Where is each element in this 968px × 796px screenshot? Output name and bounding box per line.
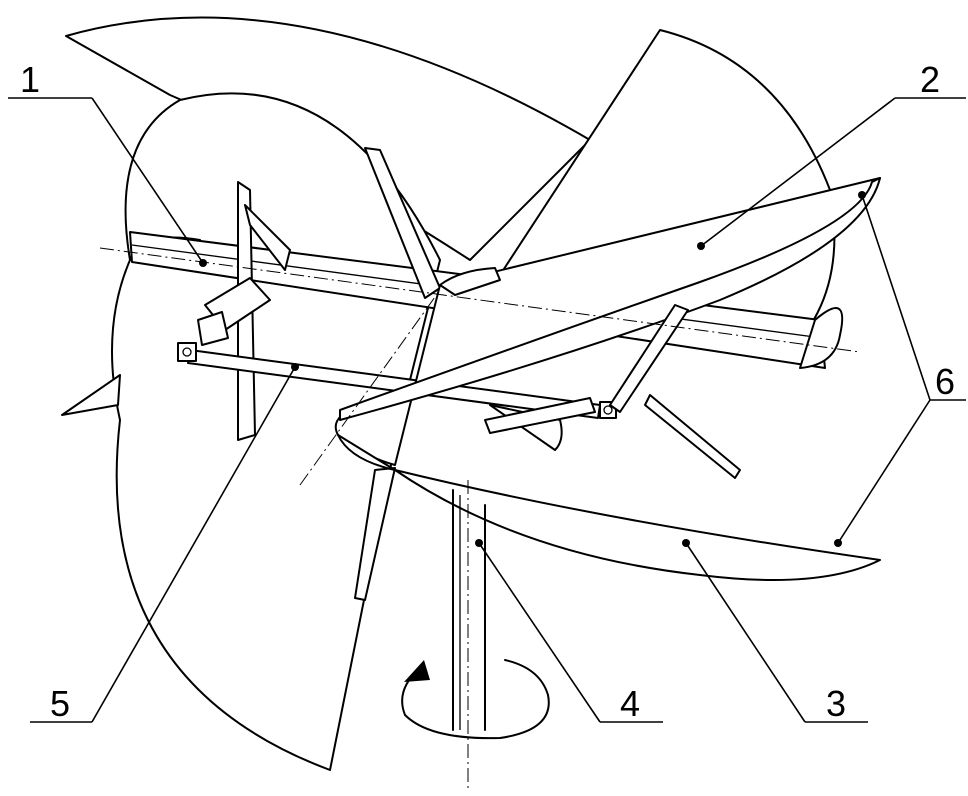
- callout-2: 2: [920, 59, 940, 100]
- mast: [452, 489, 486, 731]
- link-right: [484, 304, 689, 434]
- rotation-arrow-icon: [401, 659, 550, 740]
- callout-3: 3: [826, 683, 846, 724]
- leader-lines: [91, 97, 931, 723]
- callout-5: 5: [50, 683, 70, 724]
- callout-6: 6: [935, 361, 955, 402]
- blade-lower: [337, 394, 881, 581]
- axis-lines: [99, 247, 861, 790]
- callout-4: 4: [620, 683, 640, 724]
- label-underlines: [8, 97, 966, 723]
- callout-1: 1: [20, 59, 40, 100]
